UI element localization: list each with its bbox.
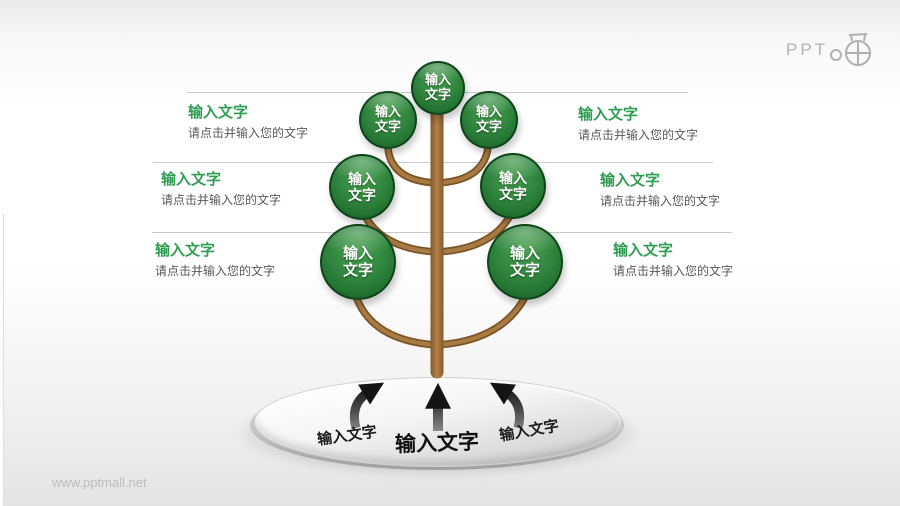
node-label-line2: 文字: [499, 186, 527, 202]
note-desc[interactable]: 请点击并输入您的文字: [600, 194, 721, 208]
node-label-line2: 文字: [348, 187, 376, 203]
ppt-logo: PPT: [786, 30, 876, 70]
note-desc[interactable]: 请点击并输入您的文字: [188, 126, 309, 140]
node-label-line1: 输入: [499, 169, 527, 186]
node-label-line2: 文字: [424, 87, 451, 102]
text-block-left-2[interactable]: 输入文字 请点击并输入您的文字: [161, 171, 281, 208]
tree-node-row3-left[interactable]: 输入 文字: [329, 154, 395, 220]
divider-row-3: [152, 232, 732, 233]
note-title[interactable]: 输入文字: [600, 172, 661, 189]
node-label-line2: 文字: [509, 262, 540, 279]
note-desc[interactable]: 请点击并输入您的文字: [578, 128, 699, 142]
note-title[interactable]: 输入文字: [155, 242, 216, 259]
node-label-line1: 输入: [509, 244, 540, 262]
tree-node-row4-left[interactable]: 输入 文字: [320, 224, 396, 300]
node-label-line1: 输入: [348, 170, 376, 187]
note-desc[interactable]: 请点击并输入您的文字: [613, 264, 734, 278]
node-label-line1: 输入: [424, 72, 451, 88]
note-desc[interactable]: 请点击并输入您的文字: [155, 264, 276, 278]
divider-row-2: [153, 162, 713, 163]
ppt-logo-text: PPT: [786, 40, 829, 59]
node-label-line1: 输入: [475, 104, 502, 120]
left-edge-strip: [0, 214, 4, 506]
note-title[interactable]: 输入文字: [188, 104, 249, 121]
tree-node-row2-left[interactable]: 输入 文字: [359, 91, 417, 149]
text-block-right-3[interactable]: 输入文字 请点击并输入您的文字: [613, 242, 733, 279]
text-block-right-1[interactable]: 输入文字 请点击并输入您的文字: [578, 106, 698, 143]
tree-node-top[interactable]: 输入 文字: [411, 61, 465, 115]
tree-node-row4-right[interactable]: 输入 文字: [487, 224, 563, 300]
text-block-right-2[interactable]: 输入文字 请点击并输入您的文字: [600, 172, 720, 209]
note-title[interactable]: 输入文字: [613, 242, 674, 259]
node-label-line2: 文字: [342, 262, 373, 279]
tree-node-row2-right[interactable]: 输入 文字: [460, 91, 518, 149]
text-block-left-1[interactable]: 输入文字 请点击并输入您的文字: [188, 104, 308, 141]
note-title[interactable]: 输入文字: [161, 171, 222, 188]
ppt-logo-icon: [830, 33, 872, 66]
node-label-line2: 文字: [374, 119, 401, 134]
platform-label-center[interactable]: 输入文字: [394, 430, 480, 457]
note-desc[interactable]: 请点击并输入您的文字: [161, 193, 282, 207]
node-label-line2: 文字: [475, 119, 502, 134]
tree-node-row3-right[interactable]: 输入 文字: [480, 153, 546, 219]
note-title[interactable]: 输入文字: [578, 106, 639, 123]
watermark-text: www.pptmall.net: [52, 475, 147, 490]
node-label-line1: 输入: [342, 244, 373, 262]
node-label-line1: 输入: [374, 104, 401, 120]
text-block-left-3[interactable]: 输入文字 请点击并输入您的文字: [155, 242, 275, 279]
